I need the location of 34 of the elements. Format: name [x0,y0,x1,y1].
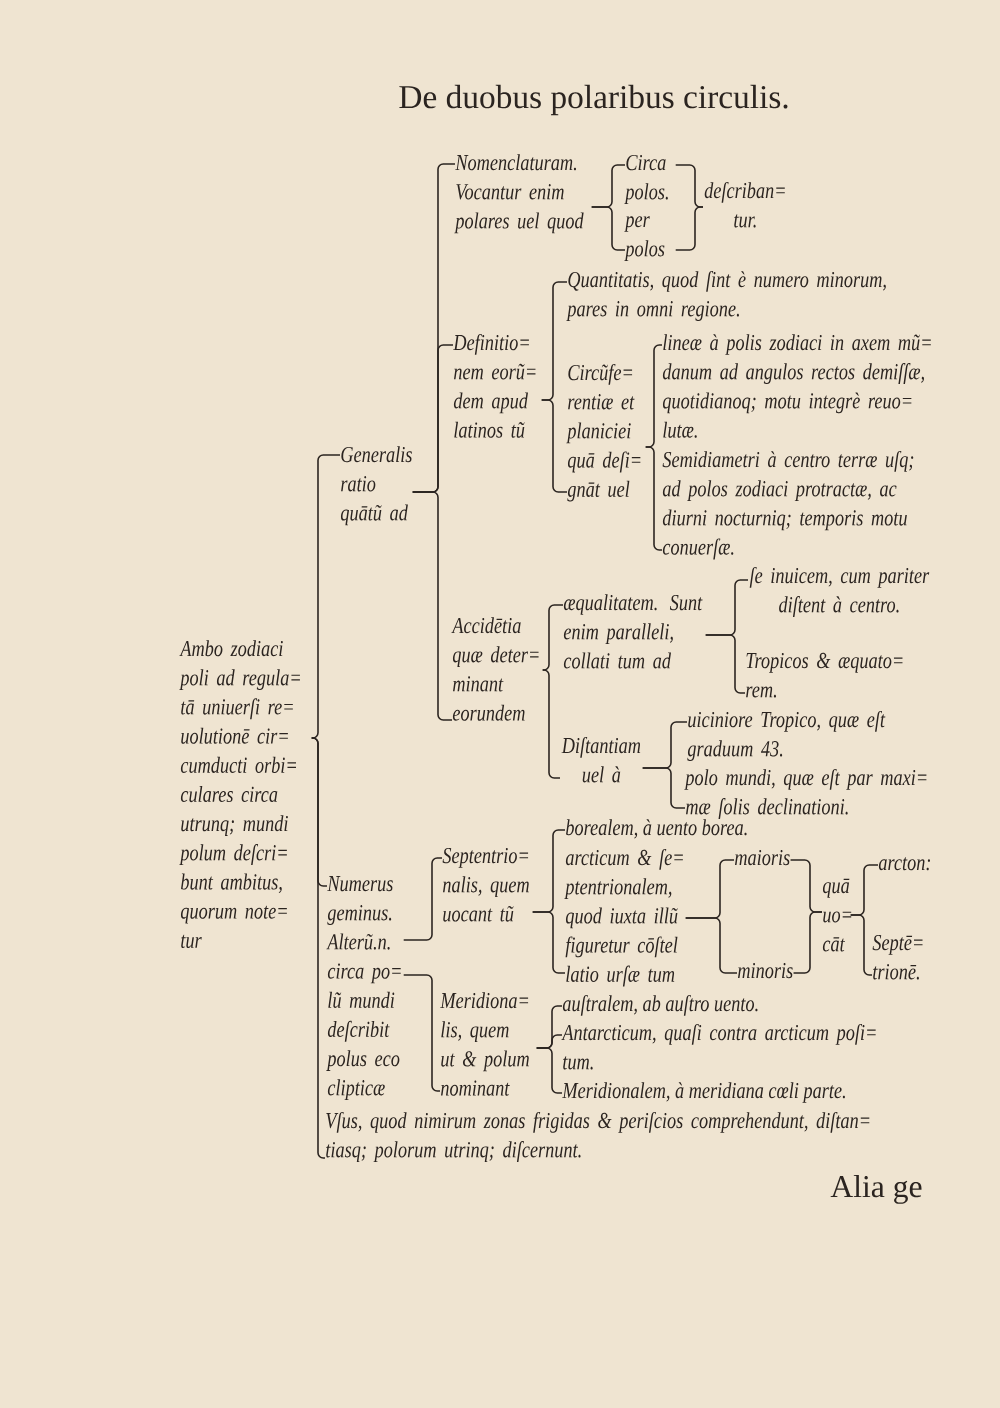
entry-text: Circũfe= rentiæ et planiciei quā deſi= gnāt uel [566,363,641,502]
entry-text: Accidētia quæ deter= minant eorundem [451,617,539,721]
entry-text: Vſus, quod nimirum zonas frigidas & periſcios comprehendunt, diſtan= tiasq; polorum utrinq; diſcernunt. [326,1111,870,1163]
catchword: Alia ge [830,1175,922,1204]
entry-text: Definitio= nem eorũ= dem apud latinos tũ [453,333,536,438]
entry-text: Meridionalem, à meridiana cœli parte. [562,1082,845,1103]
entry-text: Generalis ratio quātũ ad [340,446,412,526]
entry-text: Tropicos & æquato= rem. [746,652,903,698]
entry-text: quā uo= cāt [822,878,852,952]
entry-text: Diſtantiam uel à [561,736,641,783]
brace [310,737,326,1159]
entry-text: lineæ à polis zodiaci in axem mũ= danum ad angulos rectos demiſſæ, quotidianoq; motu integrè reuo= lutæ. [662,334,931,438]
entry-text: arcton: [878,857,930,871]
entry-text: borealem, à uento borea. [566,819,747,839]
entry-text: Semidiametri à centro terræ uſq; ad polos zodiaci protractæ, ac diurni nocturniq; temporis motu conuerſæ. [662,450,914,560]
entry-text: Quantitatis, quod ſint è numero minorum, pares in omni regione. [566,270,886,322]
page-heading: De duobus polaribus circulis. [399,84,788,116]
entry-text: Septentrio= nalis, quem uocant tũ [442,847,529,922]
entry-text: Numerus geminus. Alterũ.n. circa po= lũ mundi deſcribit polus eco clipticæ [326,876,401,1101]
entry-text: Meridiona= lis, quem ut & polum nominant [440,992,529,1096]
entry-text: ſe inuicem, cum pariter diſtent à centro. [749,566,930,618]
entry-text: uiciniore Tropico, quæ eſt graduum 43. [687,710,886,762]
entry-text: auſtralem, ab auſtro uento. [562,994,758,1016]
entry-text: minoris [738,962,793,979]
entry-text: deſcriban= tur. [704,181,785,228]
entry-text: per polos [624,216,665,262]
entry-text: maioris [735,849,790,866]
entry-text: Antarcticum, quaſi contra arcticum poſi= tum. [561,1023,876,1070]
entry-text: Ambo zodiaci poli ad regula= tā uniuerſi re= uolutionē cir= cumducti orbi= culares circa utrunq; mundi polum deſcri= bunt ambitus, quorum note= tur [179,640,300,948]
entry-text: Circa polos. [624,154,668,205]
entry-text: Nomenclaturam. Vocantur enim polares uel quod [454,154,584,234]
entry-text: æqualitatem. Sunt enim paralleli, collati tum ad [563,594,703,669]
entry-text: polo mundi, quæ eſt par maxi= mæ ſolis declinationi. [684,768,927,820]
entry-text: Septē= trionē. [872,934,923,980]
